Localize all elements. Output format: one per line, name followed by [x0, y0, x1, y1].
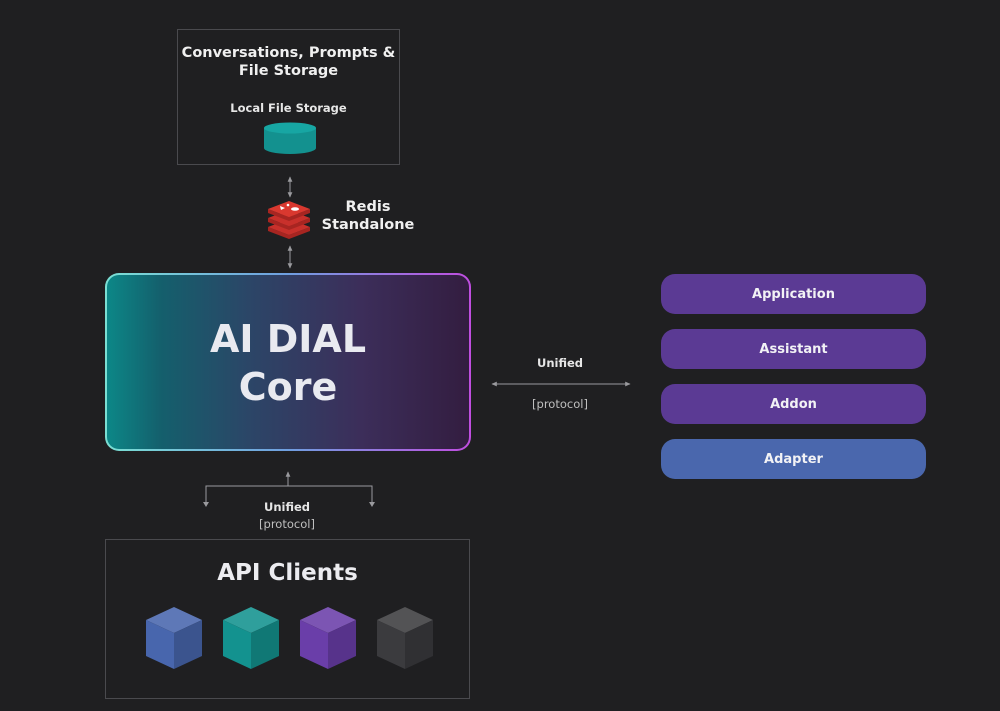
cube-icon	[300, 607, 356, 669]
redis-icon	[268, 201, 310, 239]
cube-icon	[377, 607, 433, 669]
component-addon: Addon	[661, 384, 926, 424]
api-clients-box: API Clients	[105, 539, 470, 699]
storage-box: Conversations, Prompts & File Storage Lo…	[177, 29, 400, 165]
database-icon	[264, 122, 316, 154]
bottom-protocol-label: [protocol]	[259, 517, 315, 531]
bottom-unified-label: Unified	[263, 500, 311, 514]
clients-core-bracket	[205, 485, 373, 505]
redis-label: Redis Standalone	[321, 199, 415, 233]
cube-icon	[146, 607, 202, 669]
component-label: Assistant	[759, 341, 828, 357]
component-label: Adapter	[764, 451, 823, 467]
component-assistant: Assistant	[661, 329, 926, 369]
component-application: Application	[661, 274, 926, 314]
core-title: AI DIAL Core	[209, 317, 367, 409]
cube-icon	[223, 607, 279, 669]
core-box: AI DIAL Core	[105, 273, 471, 451]
storage-subtitle: Local File Storage	[230, 101, 347, 115]
component-label: Application	[752, 286, 835, 302]
component-adapter: Adapter	[661, 439, 926, 479]
right-protocol-label: [protocol]	[532, 397, 588, 411]
component-label: Addon	[770, 396, 817, 412]
right-unified-label: Unified	[536, 356, 584, 370]
api-clients-title: API Clients	[217, 560, 358, 586]
storage-title: Conversations, Prompts & File Storage	[181, 45, 396, 79]
